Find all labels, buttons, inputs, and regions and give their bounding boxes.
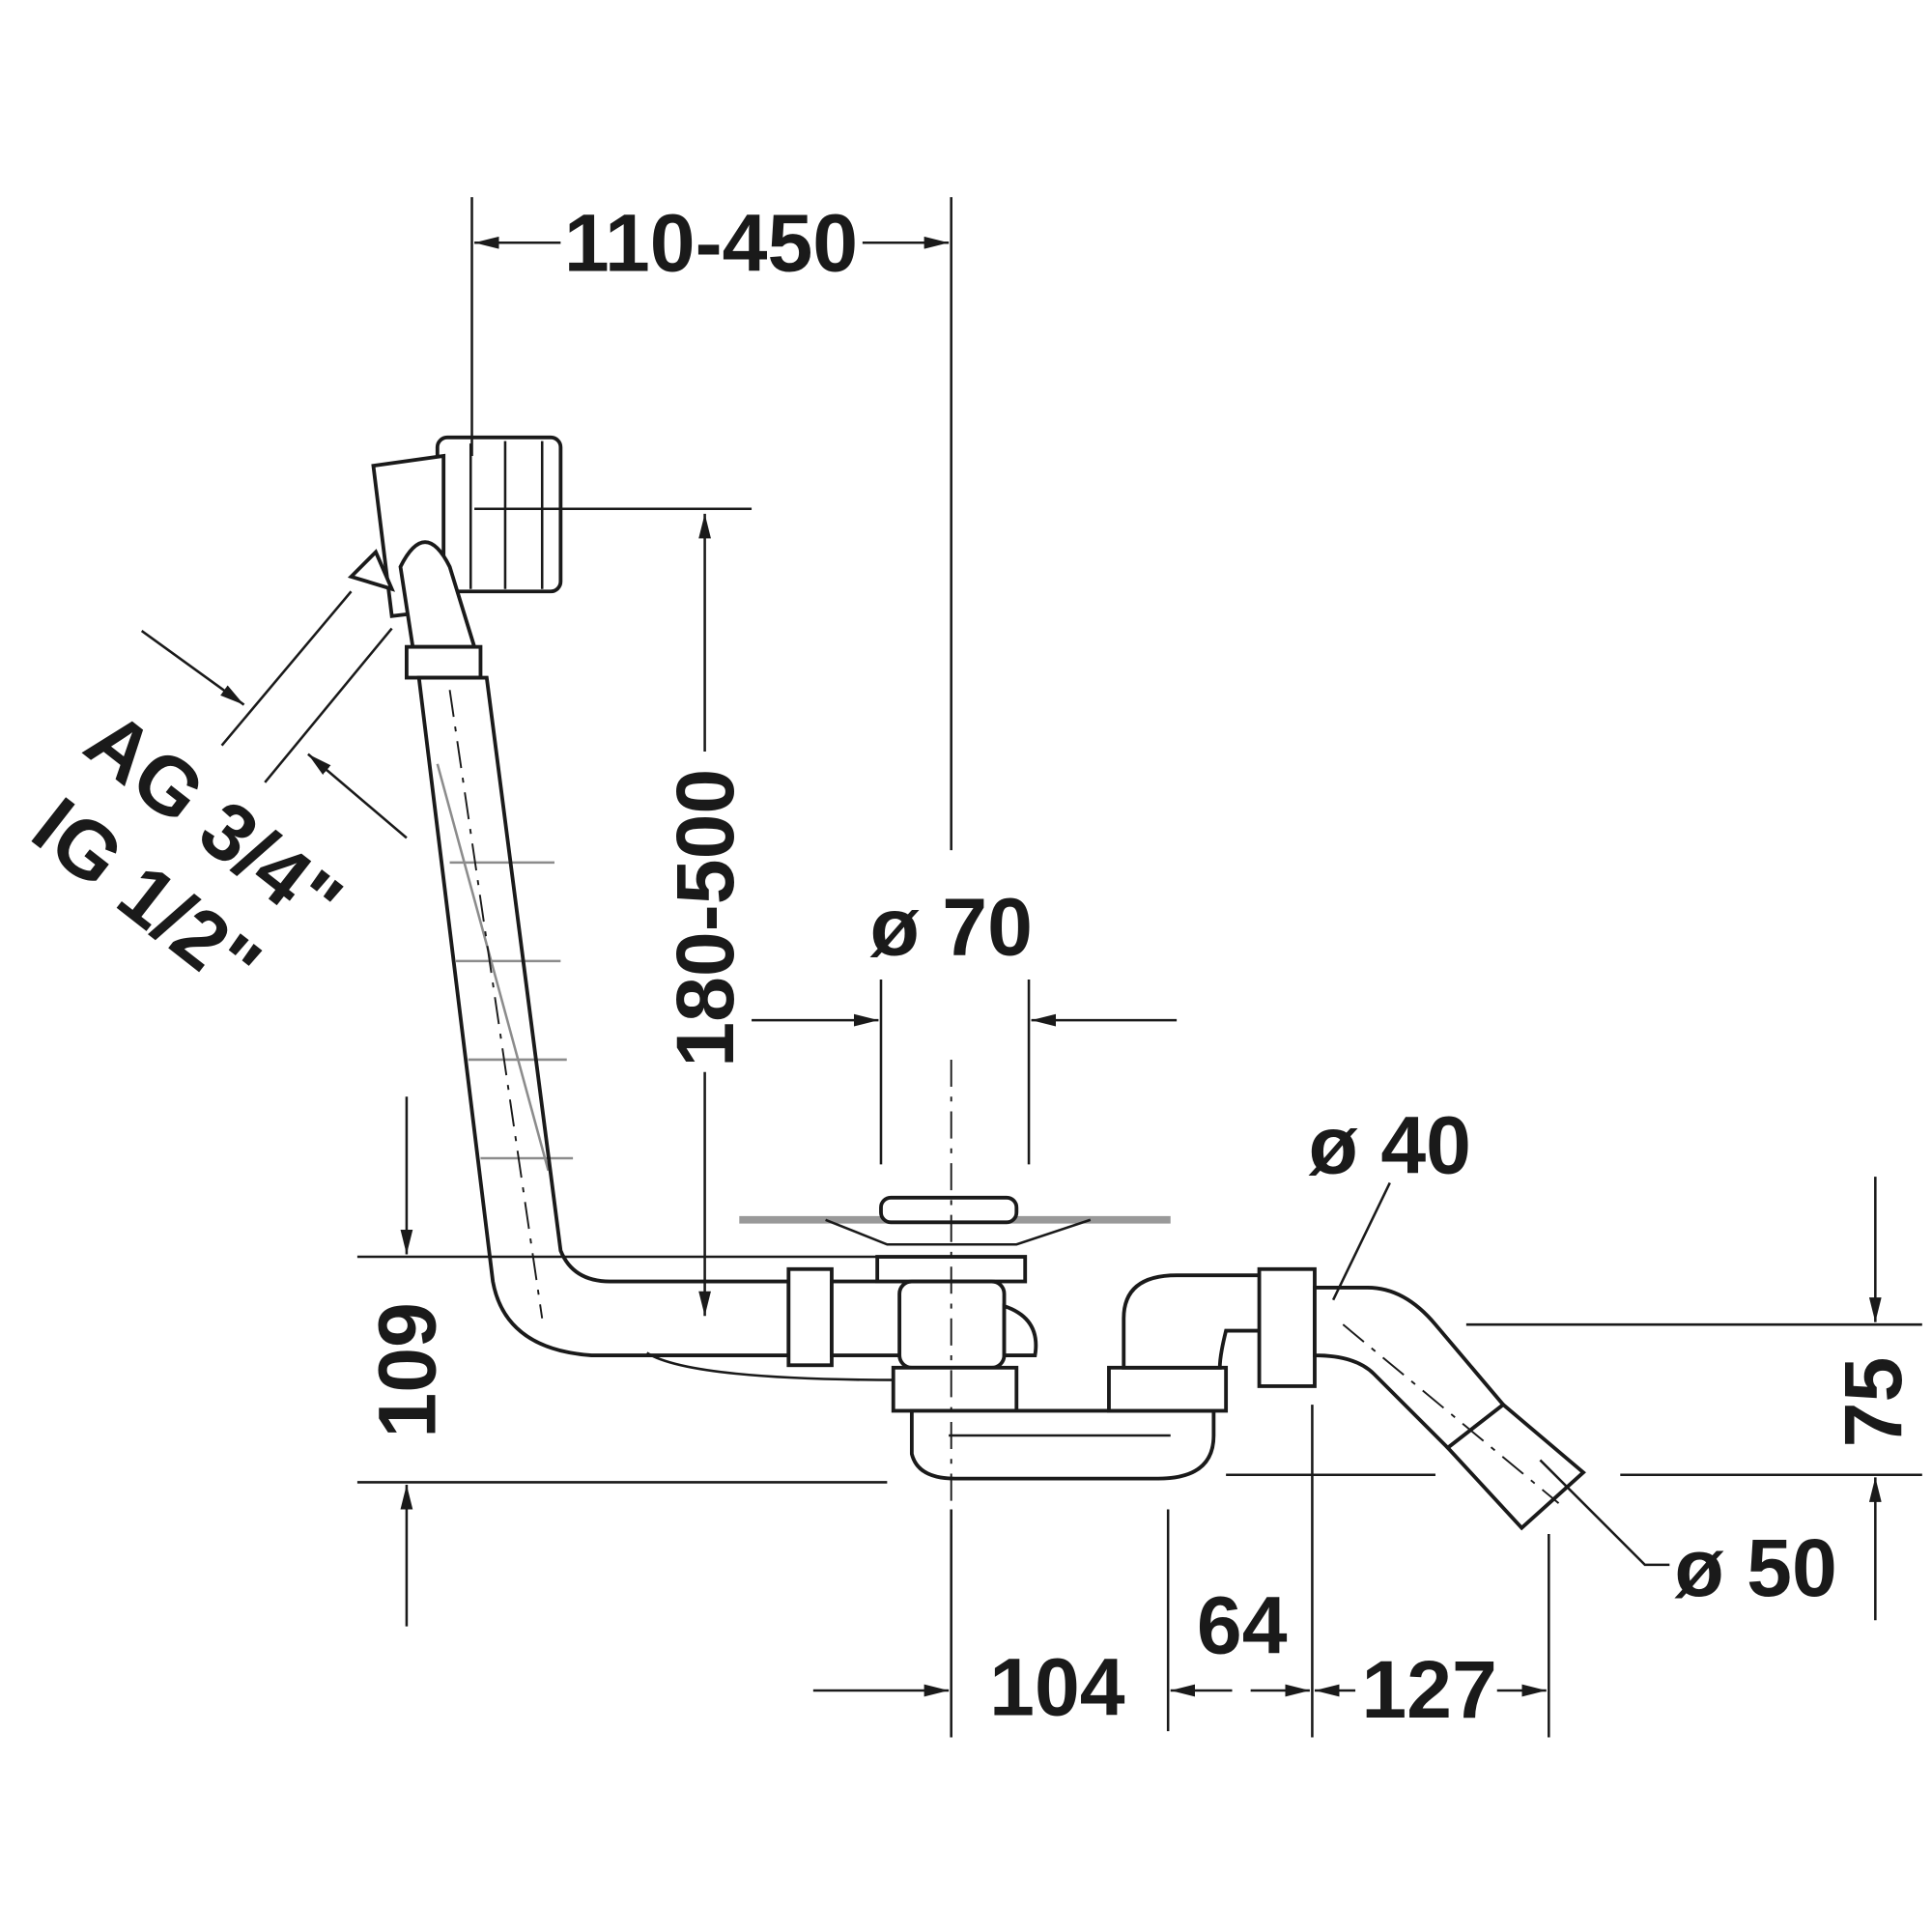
dim-drain-diameter: ø 70 bbox=[869, 882, 1032, 973]
dim-overflow-span: 110-450 bbox=[564, 198, 858, 289]
dim-104: 104 bbox=[989, 1642, 1125, 1733]
dim-height-109: 109 bbox=[361, 1302, 452, 1437]
dim-height-75: 75 bbox=[1828, 1357, 1918, 1448]
drain-body bbox=[739, 1059, 1586, 1531]
dim-127: 127 bbox=[1361, 1644, 1496, 1735]
dim-overflow-height: 180-500 bbox=[660, 769, 751, 1067]
dim-outlet-40: ø 40 bbox=[1309, 1099, 1471, 1190]
overflow-unit bbox=[347, 435, 563, 680]
dim-64: 64 bbox=[1197, 1580, 1288, 1671]
dim-outlet-50: ø 50 bbox=[1674, 1522, 1836, 1613]
